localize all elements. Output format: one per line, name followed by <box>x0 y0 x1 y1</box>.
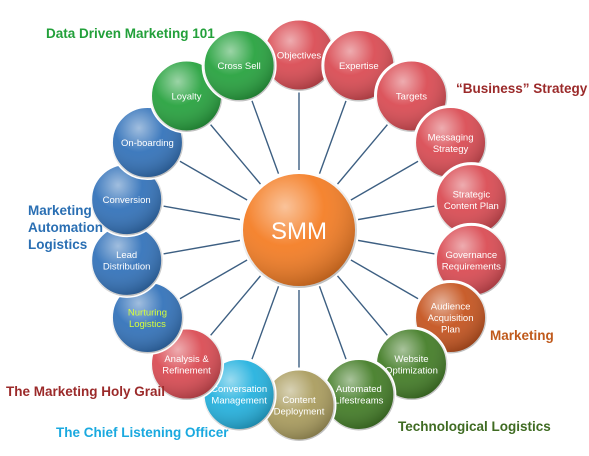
node-label-3-line-1: Strategy <box>433 144 469 155</box>
group-label-holy-grail: The Marketing Holy Grail <box>6 384 166 399</box>
group-label-marketing-automation-line-2: Automation <box>28 220 103 235</box>
node-label-15: On-boarding <box>121 138 174 149</box>
node-label-6-line-2: Plan <box>441 325 460 336</box>
group-label-business-strategy: “Business” Strategy <box>456 81 588 96</box>
node-label-14-line-0: Conversion <box>103 195 151 206</box>
node-gloss-13 <box>90 224 163 297</box>
node-17: Cross Sell <box>201 28 277 104</box>
node-label-8-line-1: Lifestreams <box>334 396 383 407</box>
node-label-14: Conversion <box>103 195 151 206</box>
node-label-17: Cross Sell <box>217 61 260 72</box>
node-label-11: Analysis &Refinement <box>162 354 211 377</box>
node-label-13-line-0: Lead <box>116 250 137 261</box>
node-label-9-line-0: Content <box>282 395 316 406</box>
node-label-2-line-0: Targets <box>396 91 427 102</box>
group-label-marketing-automation-line-1: Marketing <box>28 203 92 218</box>
node-label-5-line-0: Governance <box>445 250 497 261</box>
node-label-1-line-0: Expertise <box>339 61 379 72</box>
group-label-marketing: Marketing <box>490 328 554 343</box>
node-gloss-14 <box>90 163 163 236</box>
node-label-16-line-0: Loyalty <box>171 91 201 102</box>
node-label-8-line-0: Automated <box>336 384 382 395</box>
node-label-10-line-0: Conversation <box>211 384 267 395</box>
node-label-13-line-1: Distribution <box>103 262 151 273</box>
center-label: SMM <box>271 218 327 245</box>
node-label-11-line-1: Refinement <box>162 365 211 376</box>
node-label-17-line-0: Cross Sell <box>217 61 260 72</box>
node-gloss-8 <box>322 358 395 431</box>
center-node: SMM <box>239 170 359 290</box>
node-label-7-line-0: Website <box>394 354 428 365</box>
node-gloss-17 <box>203 29 276 102</box>
node-label-15-line-0: On-boarding <box>121 138 174 149</box>
node-label-4-line-0: Strategic <box>453 189 491 200</box>
node-label-6-line-1: Acquisition <box>428 313 474 324</box>
node-14: Conversion <box>89 162 165 238</box>
node-label-1: Expertise <box>339 61 379 72</box>
node-gloss-9 <box>263 369 335 441</box>
node-label-12-line-0: Nurturing <box>128 307 167 318</box>
node-label-5-line-1: Requirements <box>442 262 501 273</box>
node-gloss-12 <box>111 281 184 354</box>
group-label-data-driven: Data Driven Marketing 101 <box>46 26 215 41</box>
node-label-2: Targets <box>396 91 427 102</box>
group-label-marketing-automation-line-3: Logistics <box>28 237 88 252</box>
group-label-marketing-automation: Marketing Automation Logistics <box>28 202 103 253</box>
group-label-chief-listening: The Chief Listening Officer <box>56 425 229 440</box>
center-gloss <box>241 172 357 288</box>
node-label-11-line-0: Analysis & <box>164 354 209 365</box>
node-label-0-line-0: Objectives <box>277 51 322 62</box>
node-label-4-line-1: Content Plan <box>444 201 499 212</box>
node-gloss-0 <box>263 19 335 91</box>
node-label-6-line-0: Audience <box>431 302 471 313</box>
node-label-10-line-1: Management <box>211 396 267 407</box>
node-label-0: Objectives <box>277 51 322 62</box>
node-label-3-line-0: Messaging <box>428 132 474 143</box>
node-gloss-3 <box>414 106 487 179</box>
node-label-7-line-1: Optimization <box>385 365 438 376</box>
node-label-9-line-1: Deployment <box>274 406 325 417</box>
node-label-12-line-1: Logistics <box>129 319 166 330</box>
node-gloss-5 <box>435 224 508 297</box>
node-label-16: Loyalty <box>171 91 201 102</box>
node-gloss-4 <box>435 163 508 236</box>
group-label-technological: Technological Logistics <box>398 419 551 434</box>
